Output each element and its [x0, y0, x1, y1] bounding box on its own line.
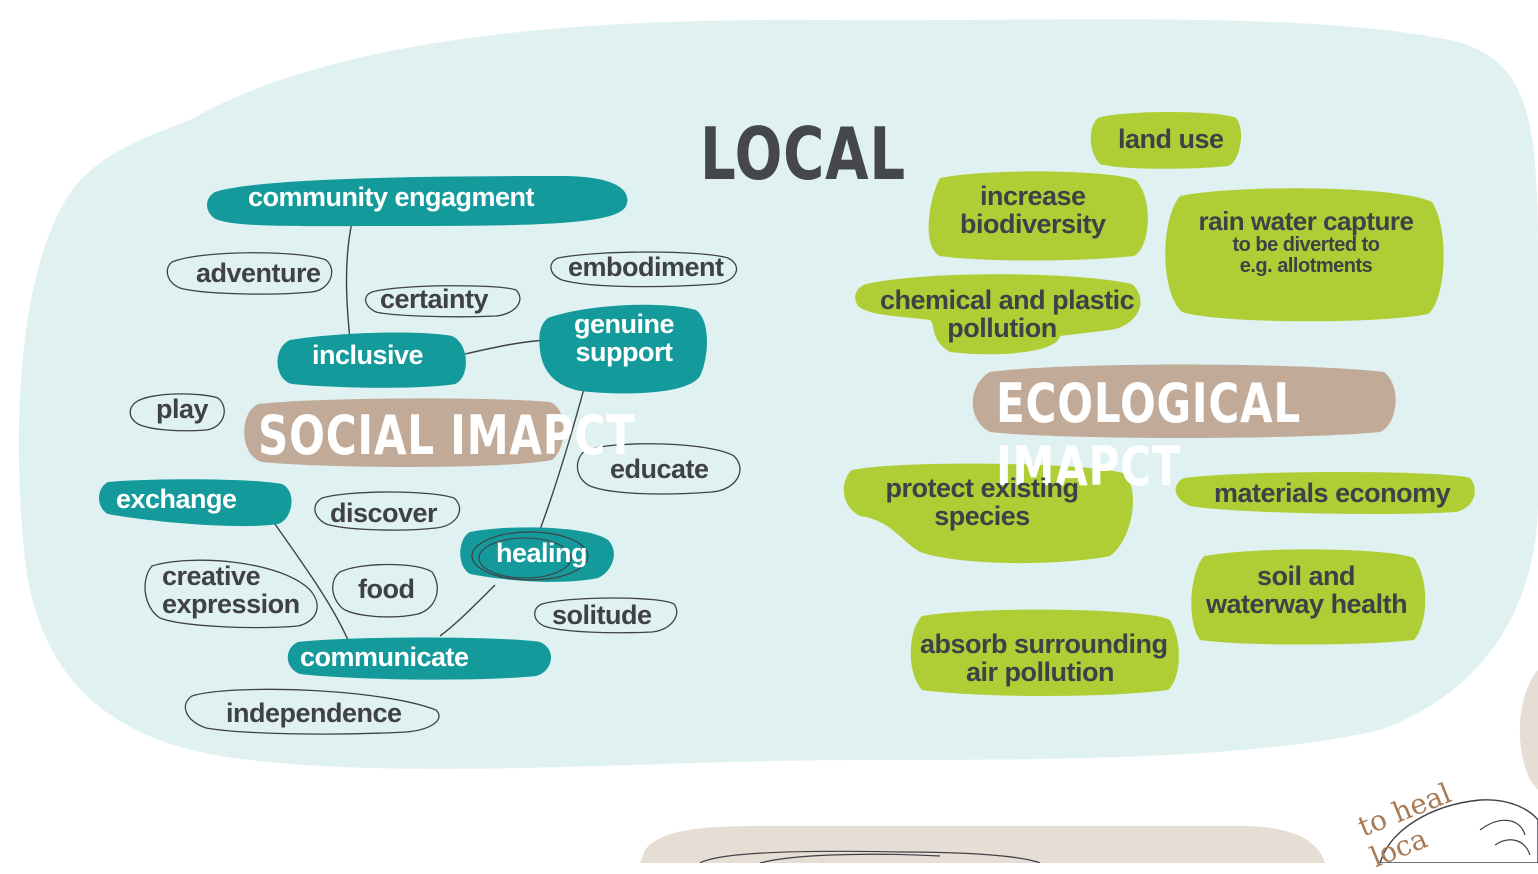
rain-water-label: rain water capture to be diverted to e.g… [1196, 206, 1416, 278]
community-engagement-label: community engagment [248, 182, 535, 212]
increase-biodiversity-label: increase biodiversity [960, 182, 1106, 239]
exchange-blob [99, 479, 292, 527]
protect-species-label: protect existing species [882, 474, 1082, 531]
eco-heading-blob [972, 364, 1396, 438]
adventure-label: adventure [196, 258, 321, 288]
rain-line2: to be diverted to [1232, 234, 1380, 257]
genuine-support-label: genuine support [574, 309, 675, 368]
absorb-pollution-label: absorb surrounding air pollution [920, 629, 1168, 688]
bottom-blob [640, 826, 1325, 863]
rain-blob [1165, 188, 1444, 322]
play-outline [129, 393, 225, 432]
materials-economy-label: materials economy [1214, 478, 1451, 508]
food-label: food [358, 574, 415, 604]
soil-blob [1191, 549, 1426, 645]
community-blob [206, 176, 628, 227]
independence-outline [184, 688, 440, 735]
pollution-line1: chemical and plastic [880, 285, 1135, 315]
corner-illustration [1379, 799, 1538, 863]
solitude-outline [534, 597, 678, 634]
protect-line2: species [934, 501, 1030, 532]
adventure-outline [166, 252, 333, 295]
land-use-blob [1090, 112, 1242, 169]
absorb-blob [910, 609, 1179, 696]
creative-line1: creative [162, 561, 261, 591]
land-use-label: land use [1118, 124, 1224, 154]
connector-lines [269, 221, 586, 641]
food-outline [332, 563, 438, 618]
embodiment-outline [550, 251, 738, 288]
social-heading-blob [244, 398, 564, 467]
right-edge-blob [1519, 670, 1538, 790]
pollution-line2: pollution [947, 313, 1057, 344]
educate-label: educate [610, 454, 709, 484]
creative-line2: expression [162, 589, 300, 620]
communicate-label: communicate [300, 642, 469, 672]
exchange-label: exchange [116, 484, 237, 514]
support-blob [539, 304, 707, 394]
inclusive-label: inclusive [312, 340, 424, 370]
discover-label: discover [330, 498, 438, 528]
protect-line1: protect existing [885, 473, 1079, 503]
protect-blob [843, 463, 1133, 564]
creative-outline [144, 559, 318, 629]
creative-expression-label: creative expression [162, 562, 300, 619]
certainty-outline [365, 285, 521, 318]
inclusive-blob [277, 332, 466, 388]
biodiversity-line2: biodiversity [960, 209, 1106, 240]
pollution-blob [855, 274, 1141, 355]
soil-waterway-label: soil and waterway health [1206, 561, 1408, 620]
materials-blob [1175, 472, 1475, 514]
educate-outline [576, 443, 741, 495]
play-label: play [156, 394, 209, 424]
chemical-pollution-label: chemical and plastic pollution [880, 285, 1135, 344]
rain-line1: rain water capture [1198, 206, 1414, 236]
page-title: LOCAL [700, 112, 906, 196]
embodiment-label: embodiment [568, 252, 724, 282]
absorb-line1: absorb surrounding [920, 629, 1168, 659]
social-heading: SOCIAL IMAPCT [258, 404, 636, 467]
rain-line3: e.g. allotments [1239, 255, 1373, 278]
biodiversity-blob [928, 171, 1148, 261]
independence-label: independence [226, 698, 402, 728]
soil-line2: waterway health [1206, 589, 1408, 620]
solitude-label: solitude [552, 600, 652, 630]
soil-line1: soil and [1256, 561, 1356, 591]
communicate-blob [287, 637, 552, 680]
genuine-support-line1: genuine [574, 309, 675, 339]
healing-label: healing [496, 538, 588, 568]
biodiversity-line1: increase [979, 181, 1086, 211]
ecological-heading: ECOLOGICAL IMAPCT [996, 372, 1302, 498]
discover-outline [314, 491, 461, 531]
certainty-label: certainty [380, 284, 489, 314]
absorb-line2: air pollution [966, 657, 1115, 688]
genuine-support-line2: support [575, 337, 674, 368]
bottom-scribble [699, 850, 1041, 863]
